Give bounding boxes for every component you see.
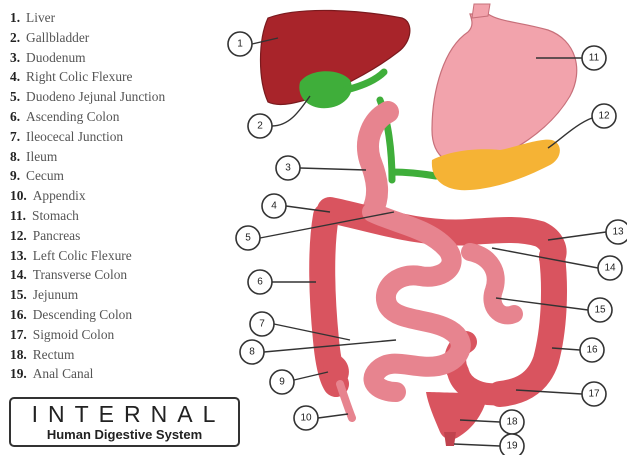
svg-text:12: 12 <box>598 111 610 122</box>
bile-duct-shape <box>346 72 436 180</box>
small-intestine-shape <box>372 212 461 392</box>
esophagus-shape <box>472 4 490 18</box>
svg-text:7: 7 <box>259 319 265 330</box>
svg-text:8: 8 <box>249 347 255 358</box>
svg-text:19: 19 <box>506 441 518 452</box>
svg-text:6: 6 <box>257 277 263 288</box>
rectum-shape <box>426 392 488 439</box>
svg-text:14: 14 <box>604 263 616 274</box>
jejunum-shape <box>470 252 514 315</box>
svg-text:5: 5 <box>245 233 251 244</box>
svg-text:18: 18 <box>506 417 518 428</box>
descending-colon-shape <box>500 256 554 394</box>
callout-19: 19 <box>454 434 524 455</box>
svg-text:15: 15 <box>594 305 606 316</box>
svg-text:3: 3 <box>285 163 291 174</box>
callout-3: 3 <box>276 156 366 180</box>
svg-text:16: 16 <box>586 345 598 356</box>
duodenum-shape <box>368 112 388 212</box>
svg-text:4: 4 <box>271 201 277 212</box>
callout-6: 6 <box>248 270 316 294</box>
svg-text:13: 13 <box>612 227 624 238</box>
callout-9: 9 <box>270 370 328 394</box>
svg-text:1: 1 <box>237 39 243 50</box>
svg-text:17: 17 <box>588 389 600 400</box>
svg-text:11: 11 <box>589 53 600 64</box>
svg-text:9: 9 <box>279 377 285 388</box>
svg-text:10: 10 <box>300 413 312 424</box>
callout-10: 10 <box>294 406 348 430</box>
svg-text:2: 2 <box>257 121 263 132</box>
